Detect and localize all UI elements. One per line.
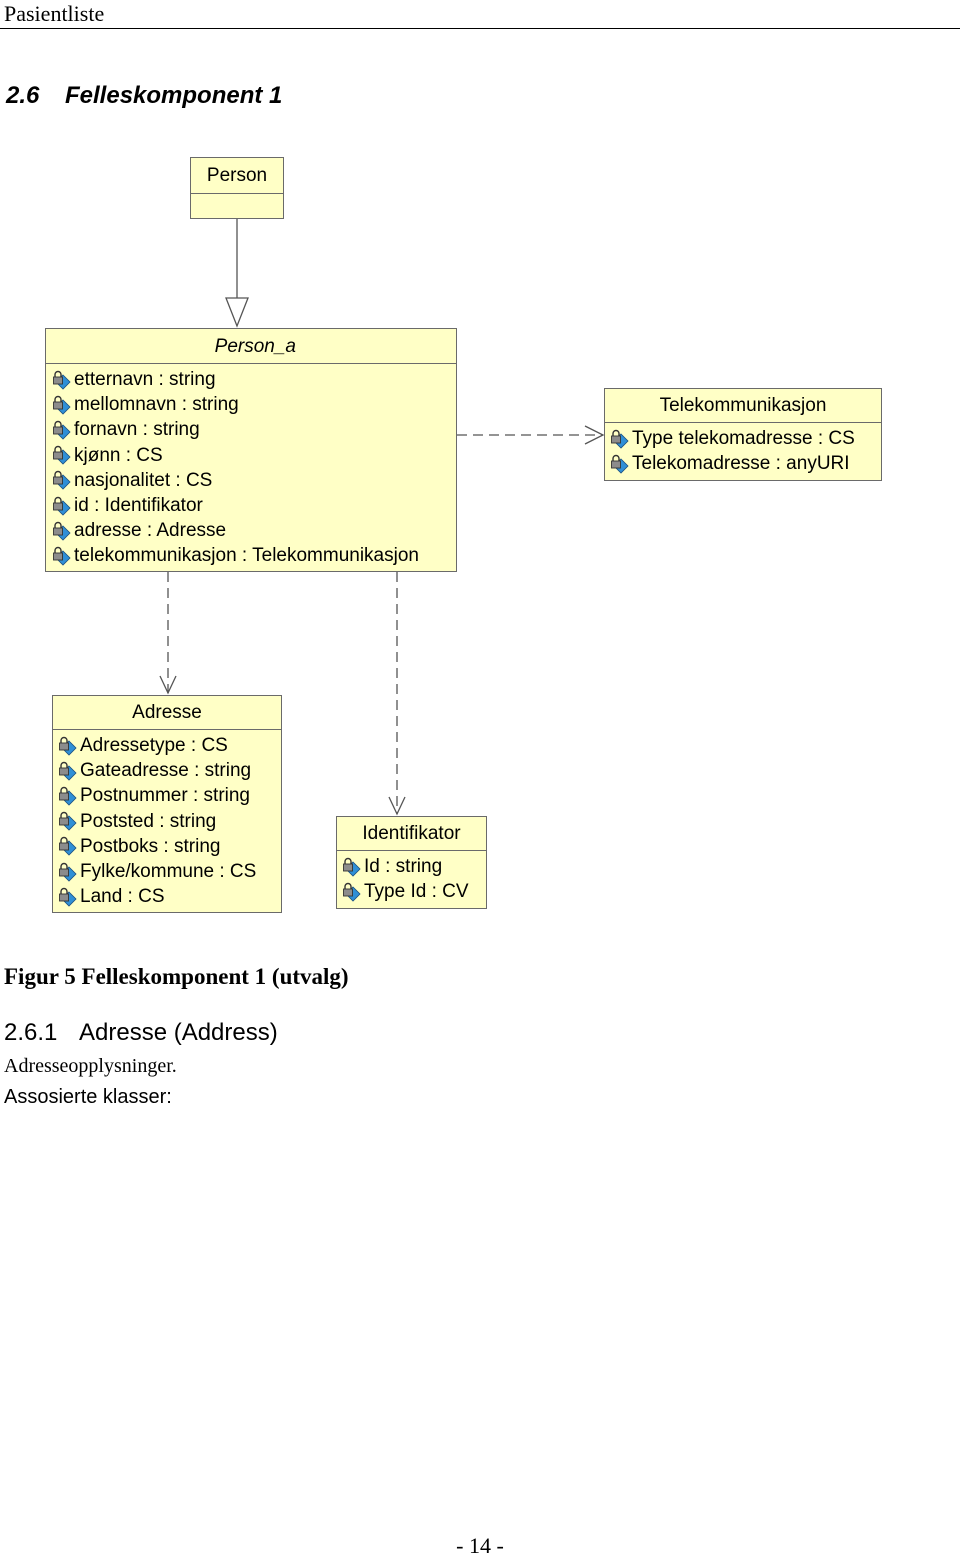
associated-classes-label: Assosierte klasser: [4,1086,172,1108]
lock-attribute-icon [53,446,71,465]
attribute-text: id : Identifikator [74,494,203,516]
attribute-text: mellomnavn : string [74,394,239,416]
attribute-row: fornavn : string [52,417,456,442]
class-name-telekommunikasjon: Telekommunikasjon [605,389,881,423]
attribute-row: Land : CS [58,884,281,909]
attribute-text: Postboks : string [80,835,221,857]
lock-attribute-icon [343,857,361,877]
lock-attribute-icon [611,429,629,449]
attribute-list: Type telekomadresse : CS Telekomadresse :… [605,423,881,476]
lock-attribute-icon [59,761,77,781]
attribute-row: mellomnavn : string [52,392,456,417]
class-name-adresse: Adresse [53,696,281,730]
lock-attribute-icon [53,471,71,490]
attribute-row: Poststed : string [58,809,281,834]
attribute-text: telekommunikasjon : Telekommunikasjon [74,545,419,567]
lock-attribute-icon [59,786,77,806]
attribute-row: Telekomadresse : anyURI [610,451,881,476]
attribute-row: Type Id : CV [342,879,486,904]
attribute-text: adresse : Adresse [74,520,227,542]
subsection-number: 2.6.1 [4,1019,58,1046]
subsection-title: Adresse (Address) [79,1019,278,1046]
class-adresse[interactable]: Adresse Adressetype : CS Gateadresse : st… [52,695,282,913]
lock-attribute-icon [59,837,77,856]
attribute-text: Fylke/kommune : CS [80,860,257,882]
attribute-row: Adressetype : CS [58,733,281,758]
class-name-person-a: Person_a [46,329,456,364]
page-number: - 14 - [456,1533,504,1558]
attribute-row: Type telekomadresse : CS [610,426,881,451]
lock-attribute-icon [53,420,71,440]
lock-attribute-icon [59,862,77,882]
lock-attribute-icon [59,887,77,907]
section-heading: 2.6 Felleskomponent 1 [6,82,282,110]
attribute-text: etternavn : string [74,369,216,390]
lock-attribute-icon [59,812,77,831]
attribute-row: id : Identifikator [52,493,456,518]
lock-attribute-icon [343,882,361,902]
attribute-row: Id : string [342,854,486,879]
attribute-row: Postnummer : string [58,783,281,808]
running-header: Pasientliste [4,1,105,26]
attribute-row: adresse : Adresse [52,518,456,543]
lock-attribute-icon [611,454,629,474]
attribute-text: Type Id : CV [364,881,469,903]
attribute-text: Postnummer : string [80,785,250,807]
description-text: Adresseopplysninger. [4,1055,177,1077]
attribute-text: Id : string [364,856,443,877]
generalization-arrowhead [225,297,249,328]
attribute-row: Gateadresse : string [58,758,281,783]
figure-caption: Figur 5 Felleskomponent 1 (utvalg) [4,964,349,989]
attribute-text: nasjonalitet : CS [74,469,213,491]
dependency-arrowhead-identifikator [388,796,406,816]
attribute-text: Type telekomadresse : CS [632,428,855,449]
attribute-text: Adressetype : CS [80,735,228,756]
dependency-arrowhead-telekom [584,425,605,445]
lock-attribute-icon [53,370,71,390]
attribute-text: Land : CS [80,886,165,908]
attribute-list: etternavn : string mellomnavn : string for… [46,364,456,569]
class-name-identifikator: Identifikator [337,817,486,851]
header-rule [0,28,960,29]
subsection-heading: 2.6.1 Adresse (Address) [4,1019,278,1047]
lock-attribute-icon [53,546,71,566]
class-name-person: Person [191,158,283,194]
class-person[interactable]: Person [190,157,284,219]
lock-attribute-icon [53,521,71,541]
dependency-arrowhead-adresse [159,675,177,695]
attribute-text: Gateadresse : string [80,760,252,782]
attribute-row: nasjonalitet : CS [52,468,456,493]
uml-diagram-connectors [159,219,605,816]
attribute-row: kjønn : CS [52,443,456,468]
attribute-row: Postboks : string [58,834,281,859]
attribute-row: etternavn : string [52,367,456,392]
class-telekommunikasjon[interactable]: Telekommunikasjon Type telekomadresse : … [604,388,882,481]
attribute-text: kjønn : CS [74,444,163,466]
section-number: 2.6 [6,82,40,109]
attribute-text: Poststed : string [80,810,217,832]
section-title: Felleskomponent 1 [65,82,283,109]
lock-attribute-icon [53,395,71,415]
attribute-row: telekommunikasjon : Telekommunikasjon [52,543,456,568]
class-person-a[interactable]: Person_a etternavn : string mellomnavn : … [45,328,457,572]
attribute-text: Telekomadresse : anyURI [632,453,850,475]
lock-attribute-icon [59,736,77,756]
lock-attribute-icon [53,496,71,516]
attribute-row: Fylke/kommune : CS [58,859,281,884]
attribute-text: fornavn : string [74,419,200,441]
